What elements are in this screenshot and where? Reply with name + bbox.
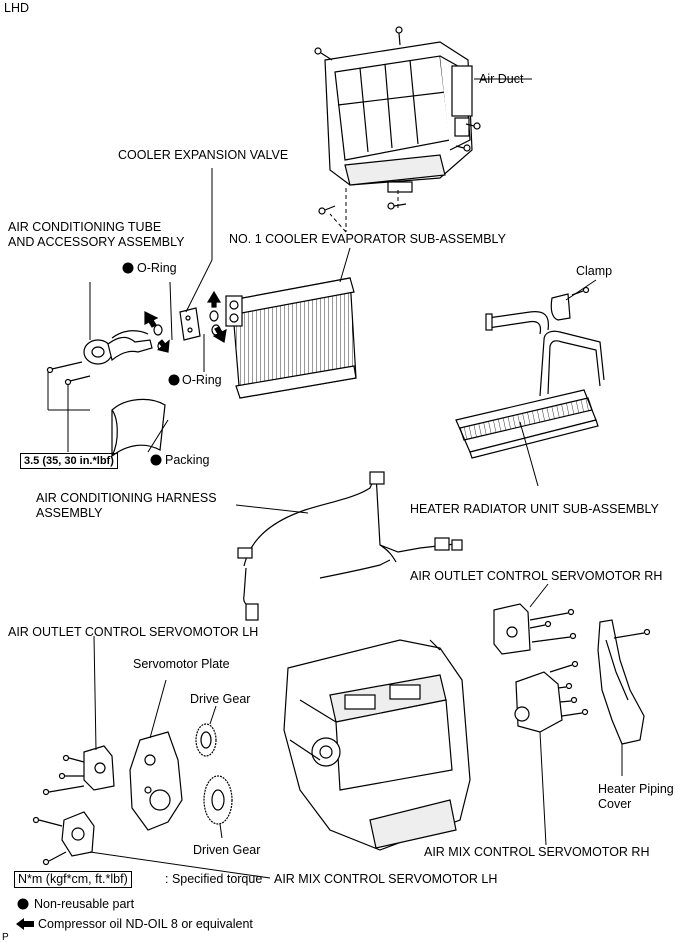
legend-compressor-oil: Compressor oil ND-OIL 8 or equivalent xyxy=(38,917,253,931)
label-driven-gear: Driven Gear xyxy=(193,843,261,857)
label-air-duct: Air Duct xyxy=(479,72,524,86)
non-reusable-dots xyxy=(17,262,180,910)
label-mix-servo-rh: AIR MIX CONTROL SERVOMOTOR RH xyxy=(424,845,650,859)
legend-non-reusable: Non-reusable part xyxy=(34,897,135,911)
label-outlet-servo-rh: AIR OUTLET CONTROL SERVOMOTOR RH xyxy=(410,569,663,583)
harness-connectors xyxy=(237,471,463,621)
footer-tag: P xyxy=(2,932,9,943)
outlet-servomotor-lh-part xyxy=(42,745,115,796)
hvac-case-part xyxy=(283,639,471,851)
heater-radiator-part xyxy=(455,311,605,459)
label-o-ring-top: O-Ring xyxy=(137,261,177,275)
torque-spec-box: 3.5 (35, 30 in.*lbf) xyxy=(20,453,118,469)
clamp-part xyxy=(550,286,590,321)
label-heater-radiator: HEATER RADIATOR UNIT SUB-ASSEMBLY xyxy=(410,502,659,516)
ac-harness-part xyxy=(243,473,456,613)
legend-arrow-icon xyxy=(16,918,34,930)
label-ac-tube: AIR CONDITIONING TUBE AND ACCESSORY ASSE… xyxy=(8,220,185,249)
lhd-tag: LHD xyxy=(4,1,30,15)
heater-piping-cover-part xyxy=(597,619,651,745)
ac-tube-part xyxy=(83,330,153,365)
mix-servomotor-rh-part xyxy=(514,660,589,733)
label-ac-harness: AIR CONDITIONING HARNESS ASSEMBLY xyxy=(36,491,217,520)
label-o-ring-bottom: O-Ring xyxy=(182,373,222,387)
label-packing: Packing xyxy=(165,453,210,467)
mix-servomotor-lh-part xyxy=(32,811,95,866)
label-drive-gear: Drive Gear xyxy=(190,692,251,706)
air-duct-part xyxy=(324,41,473,193)
packing-part xyxy=(111,398,166,458)
air-duct-screws xyxy=(314,26,481,215)
drive-gear-part xyxy=(195,723,217,757)
label-outlet-servo-lh: AIR OUTLET CONTROL SERVOMOTOR LH xyxy=(8,625,259,639)
legend-torque-desc: : Specified torque xyxy=(165,872,263,886)
outlet-servomotor-rh-part xyxy=(493,603,577,655)
servomotor-plate-part xyxy=(129,731,183,831)
label-heater-piping-cover: Heater Piping Cover xyxy=(598,782,674,811)
label-mix-servo-lh: AIR MIX CONTROL SERVOMOTOR LH xyxy=(274,872,498,886)
driven-gear-part xyxy=(203,775,233,825)
label-cooler-expansion-valve: COOLER EXPANSION VALVE xyxy=(118,148,289,162)
label-evaporator: NO. 1 COOLER EVAPORATOR SUB-ASSEMBLY xyxy=(229,232,506,246)
ac-tube-bolts xyxy=(46,361,91,386)
oil-arrows xyxy=(144,290,227,353)
air-duct-guide-lines xyxy=(329,188,399,233)
label-clamp: Clamp xyxy=(576,264,613,278)
leader-lines xyxy=(47,78,623,879)
evaporator-core xyxy=(225,277,357,399)
label-servomotor-plate: Servomotor Plate xyxy=(133,657,230,671)
expansion-valve-part xyxy=(179,307,201,341)
legend-torque-box: N*m (kgf*cm, ft.*lbf) xyxy=(14,871,132,888)
